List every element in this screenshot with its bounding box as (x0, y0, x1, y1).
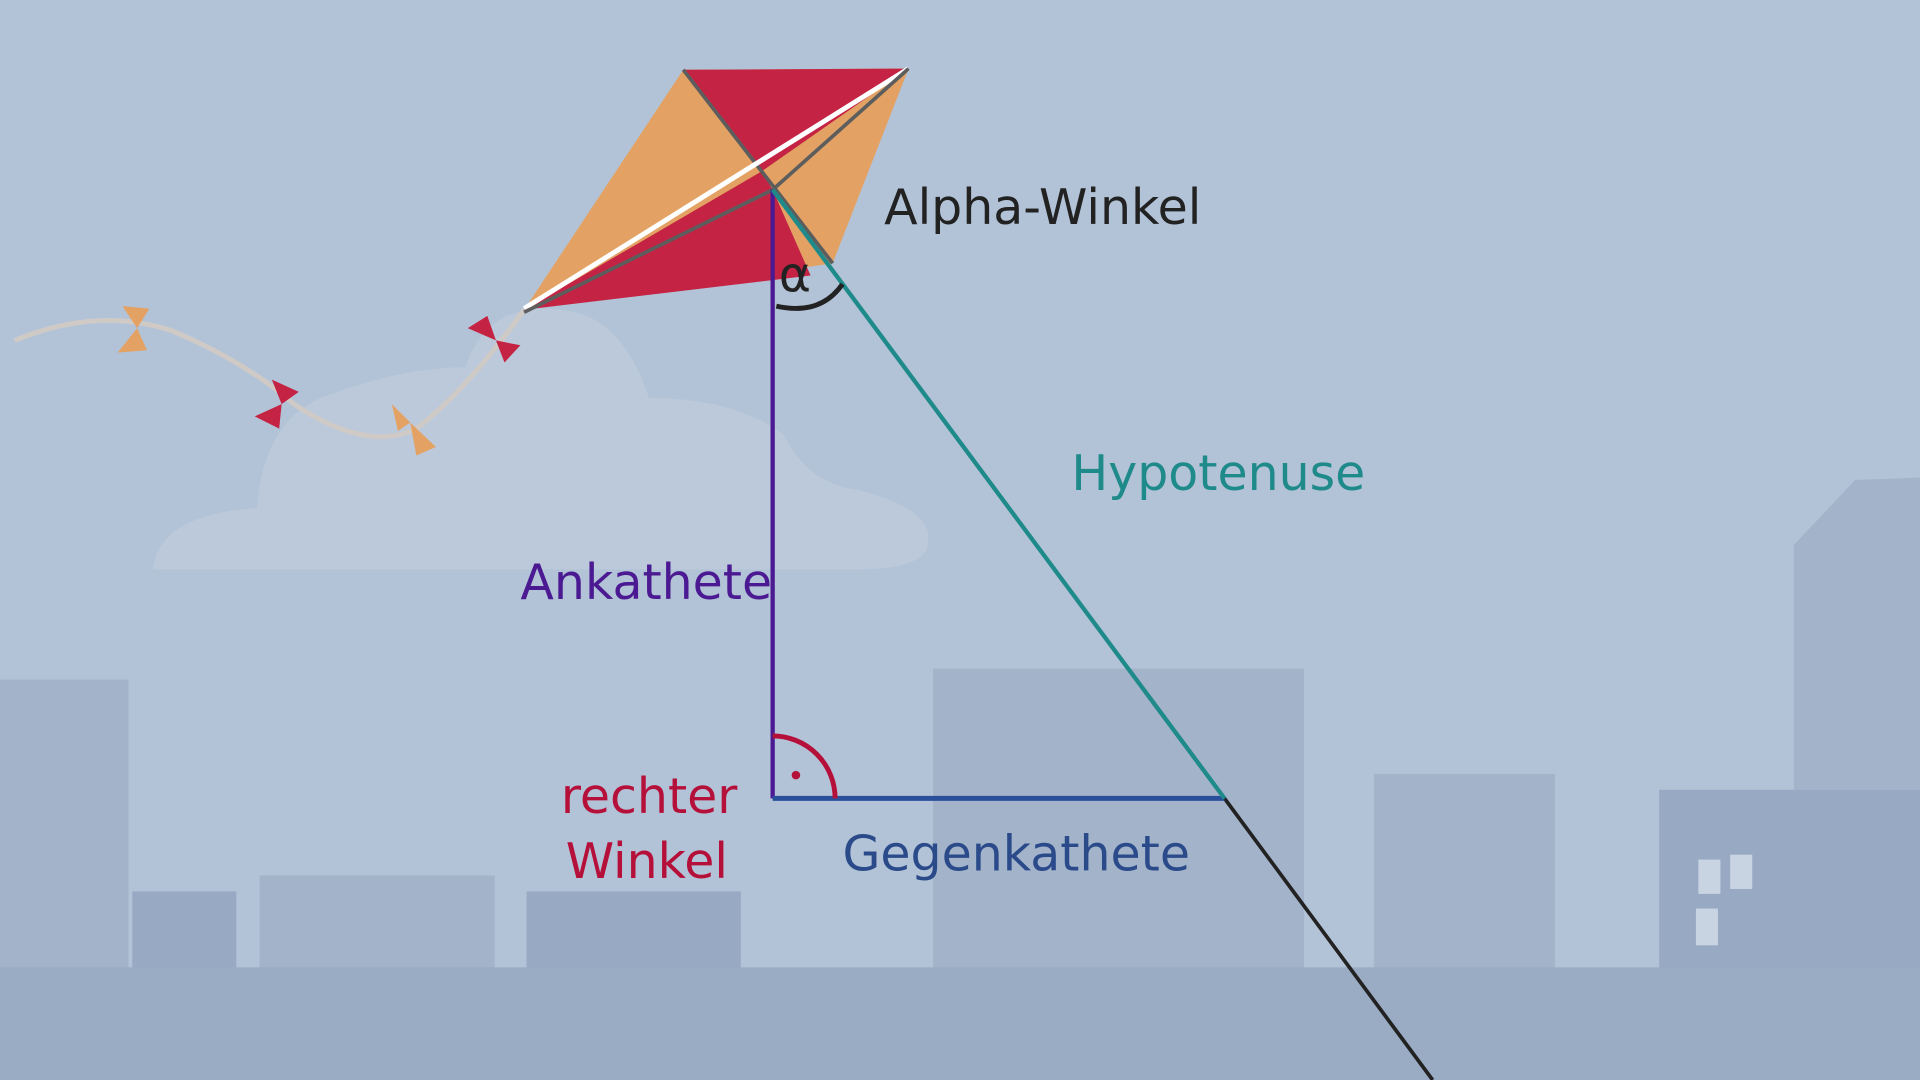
right-angle-label-line1: rechter (561, 768, 738, 825)
alpha-angle-label: Alpha-Winkel (884, 179, 1201, 236)
alpha-symbol: α (779, 246, 811, 303)
kite-string (1223, 797, 1435, 1080)
adjacent-label: Ankathete (520, 554, 772, 611)
city-skyline (0, 477, 1920, 1080)
right-angle-dot (791, 770, 801, 780)
hypotenuse-side (770, 188, 1227, 800)
kite-tail (13, 308, 527, 440)
tail-bows (117, 306, 521, 456)
right-angle-label-line2: Winkel (566, 833, 728, 890)
kite (522, 66, 910, 314)
opposite-label: Gegenkathete (842, 826, 1190, 883)
cloud (153, 308, 929, 570)
building-windows (1695, 854, 1753, 946)
right-angle-arc (772, 733, 838, 799)
alpha-angle-arc (775, 282, 845, 311)
hypotenuse-label: Hypotenuse (1071, 445, 1365, 502)
